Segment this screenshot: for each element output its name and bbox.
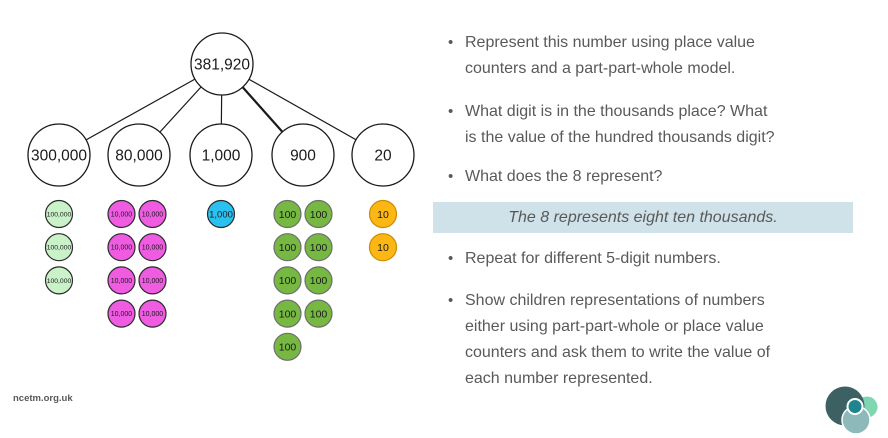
bullet-text: What digit is in the thousands place? Wh…	[465, 103, 775, 146]
whole-value: 381,920	[194, 57, 250, 74]
bullet-item: • What does the 8 represent?	[433, 164, 857, 190]
counter-value-label: 100	[279, 342, 297, 354]
place-value-counter	[107, 199, 136, 229]
site-credit: ncetm.org.uk	[13, 393, 73, 404]
bullet-icon: •	[448, 103, 454, 120]
counter-value-label: 10,000	[111, 278, 133, 285]
counter-value-label: 100,000	[47, 245, 72, 252]
part-value: 900	[290, 148, 316, 165]
counter-group: 1,000	[206, 199, 236, 229]
counter-value-label: 1,000	[209, 209, 233, 220]
counter-value-label: 10,000	[111, 212, 133, 219]
place-value-counter	[273, 199, 302, 229]
bullet-icon: •	[448, 292, 454, 309]
part-value: 1,000	[202, 148, 241, 165]
place-value-counter	[44, 199, 74, 229]
counter-value-label: 100	[310, 308, 328, 320]
counter-value-label: 100,000	[47, 278, 72, 285]
part-value: 80,000	[115, 148, 163, 165]
place-value-counter	[138, 233, 167, 262]
counter-value-label: 10,000	[142, 212, 164, 219]
place-value-counter	[273, 332, 302, 361]
counter-group: 100,000 100,000 100,000	[44, 199, 74, 295]
part-circle-20: 20	[351, 123, 415, 187]
bullet-item: • Represent this number using place valu…	[433, 30, 857, 82]
place-value-counter	[107, 299, 136, 328]
part-circle-80000: 80,000	[107, 123, 171, 187]
bullet-text: Represent this number using place value …	[465, 34, 755, 77]
bullet-text: Repeat for different 5-digit numbers.	[465, 250, 721, 267]
bullet-text: Show children representations of numbers…	[465, 292, 771, 387]
part-circle-300000: 300,000	[27, 123, 91, 187]
counter-value-label: 10,000	[111, 311, 133, 318]
counter-value-label: 10	[377, 242, 389, 254]
place-value-counter	[368, 233, 398, 262]
place-value-counter	[107, 266, 136, 295]
part-circle-shape	[27, 123, 91, 187]
counter-value-label: 10,000	[111, 245, 133, 252]
counter-value-label: 100	[279, 308, 297, 320]
whole-circle: 381,920	[190, 32, 254, 96]
place-value-counter	[304, 266, 333, 295]
counter-value-label: 100	[310, 242, 328, 254]
place-value-counter	[44, 266, 74, 295]
place-value-counter	[304, 199, 333, 229]
place-value-counter	[138, 299, 167, 328]
bullet-icon: •	[448, 250, 454, 267]
bullet-item: • What digit is in the thousands place? …	[433, 99, 857, 151]
counter-value-label: 100	[310, 275, 328, 287]
part-value: 300,000	[31, 148, 87, 165]
logo-accent-circle	[846, 398, 864, 415]
counter-value-label: 10	[377, 209, 389, 221]
bullet-item: • Repeat for different 5-digit numbers.	[433, 246, 857, 272]
ncetm-logo	[825, 386, 878, 435]
place-value-counter	[44, 233, 74, 262]
counter-value-label: 10,000	[142, 311, 164, 318]
part-circle-1000: 1,000	[189, 123, 253, 187]
part-circle-shape	[189, 123, 253, 187]
counter-value-label: 100	[310, 209, 328, 221]
bullet-item: • Show children representations of numbe…	[433, 288, 857, 392]
counter-group: 100 100 100 100 100 100 100 100 100	[273, 199, 333, 361]
bullet-text: What does the 8 represent?	[465, 168, 663, 185]
part-circle-shape	[351, 123, 415, 187]
whole-circle-shape	[190, 32, 254, 96]
counter-value-label: 100	[279, 209, 297, 221]
place-value-counter	[273, 299, 302, 328]
place-value-counter	[304, 233, 333, 262]
counter-value-label: 100	[279, 242, 297, 254]
place-value-counter	[273, 266, 302, 295]
place-value-counter	[304, 299, 333, 328]
counter-value-label: 100	[279, 275, 297, 287]
bullet-icon: •	[448, 34, 454, 51]
place-value-counter	[206, 199, 236, 229]
counter-value-label: 10,000	[142, 245, 164, 252]
counter-group: 10,000 10,000 10,000 10,000 10,000 10,000 10,0…	[107, 199, 167, 328]
part-value: 20	[374, 148, 392, 165]
place-value-counter	[138, 199, 167, 229]
counter-value-label: 10,000	[142, 278, 164, 285]
place-value-counter	[138, 266, 167, 295]
part-circle-900: 900	[271, 123, 335, 187]
place-value-counter	[368, 199, 398, 229]
answer-highlight: The 8 represents eight ten thousands.	[433, 202, 853, 233]
part-circle-shape	[107, 123, 171, 187]
counter-group: 10 10	[368, 199, 398, 262]
place-value-counter	[107, 233, 136, 262]
part-circle-shape	[271, 123, 335, 187]
place-value-counter	[273, 233, 302, 262]
bullet-icon: •	[448, 168, 454, 185]
counter-value-label: 100,000	[47, 211, 72, 218]
